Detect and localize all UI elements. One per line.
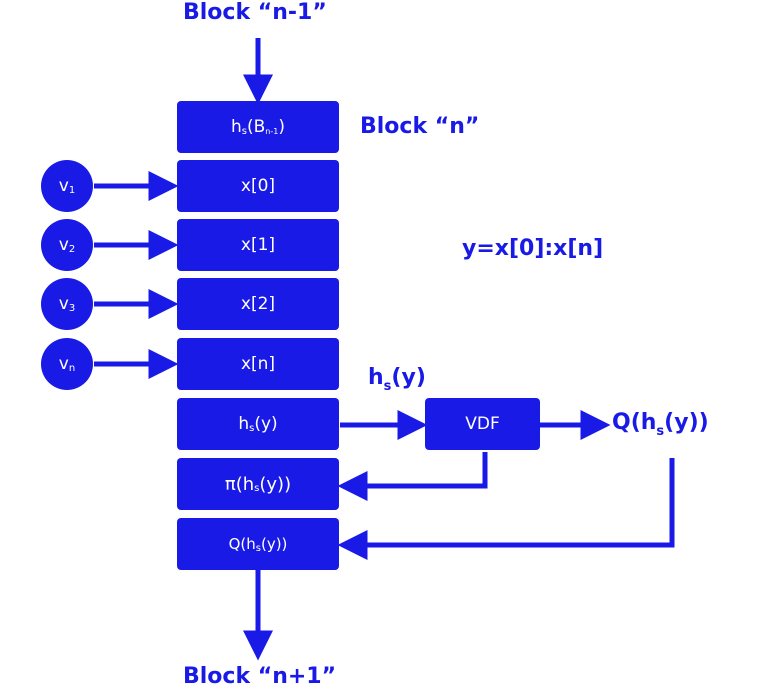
arrow-q-to-stack	[337, 458, 675, 560]
block-prev-label: Block “n-1”	[183, 0, 327, 25]
box-x2: x[2]	[177, 278, 339, 330]
box-vdf: VDF	[425, 398, 540, 450]
box-x1: x[1]	[177, 219, 339, 271]
box-xn: x[n]	[177, 338, 339, 390]
q-output-label: Q(hs(y))	[612, 410, 709, 439]
hs-y-label: hs(y)	[368, 365, 426, 394]
block-next-label: Block “n+1”	[183, 664, 337, 689]
box-x0: x[0]	[177, 160, 339, 212]
arrow-vdf-to-pi	[337, 452, 488, 501]
equation-label: y=x[0]:x[n]	[462, 236, 604, 261]
block-current-label: Block “n”	[360, 114, 480, 139]
